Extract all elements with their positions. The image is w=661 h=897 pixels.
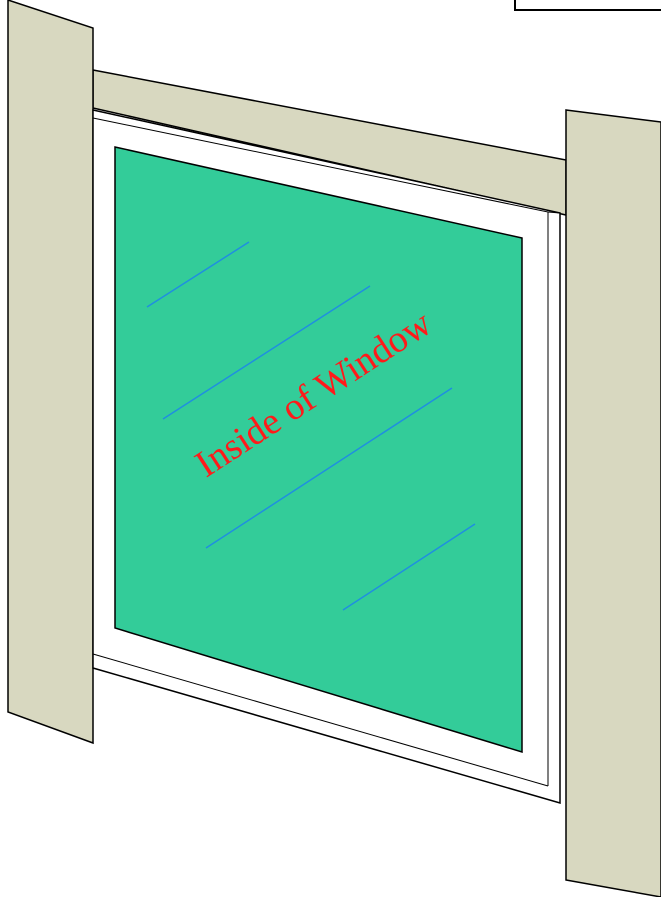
left-wall-pillar	[8, 0, 93, 743]
corner-box	[515, 0, 661, 10]
right-wall-pillar	[566, 110, 661, 897]
